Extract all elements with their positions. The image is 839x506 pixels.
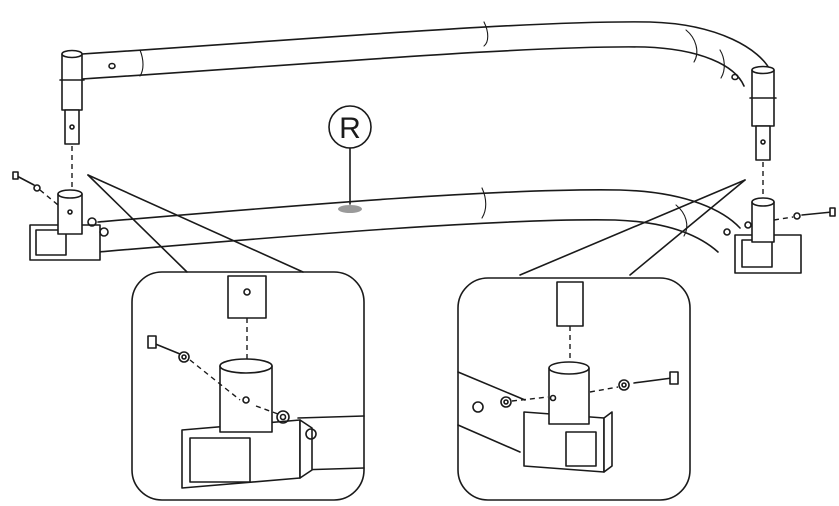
detail-panel-left (131, 271, 365, 501)
left-square-bracket (29, 189, 109, 261)
right-upright-tube (749, 65, 777, 161)
left-bolt (12, 171, 59, 206)
callout-lines-left (87, 174, 304, 273)
callout-lines-right (519, 179, 746, 276)
part-marker-label: R (339, 112, 361, 145)
right-square-bracket (723, 197, 802, 274)
detail-panel-right (457, 277, 691, 501)
part-marker-R: R (328, 105, 372, 205)
hole-marker-dot (338, 205, 362, 213)
right-bolt (773, 207, 836, 221)
top-curved-rail (81, 21, 771, 87)
left-upright-tube (59, 49, 85, 145)
bottom-curved-rail (97, 187, 741, 253)
